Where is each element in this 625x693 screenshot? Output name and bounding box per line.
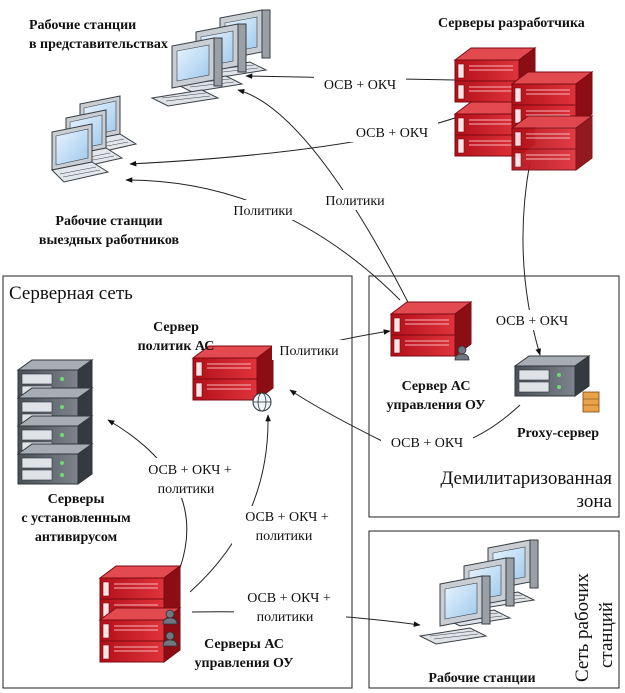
policy-server-icon [192, 345, 274, 412]
label-policy-server-1: Сервер [153, 320, 199, 335]
edge-label-dev-to-office: ОСВ + ОКЧ [324, 78, 396, 93]
edge-label-dmz-to-policy: ОСВ + ОКЧ [391, 436, 463, 451]
dmz-server-icon [390, 301, 472, 361]
edge-label-policy-to-dmz: Политики [279, 344, 339, 359]
edge-dev-to-mobile [129, 99, 501, 167]
edge-mgmt-to-policy [189, 414, 271, 593]
zone-label-ws-net-1: Сеть рабочих [572, 573, 593, 682]
edge-proxy-to-policy [289, 389, 521, 450]
management-servers-icon [99, 565, 181, 663]
edge-label-dmz-to-mobile: Политики [233, 204, 293, 219]
label-office-ws-1: Рабочие станции [29, 18, 136, 33]
label-mgmt-servers-1: Серверы АС [204, 637, 284, 652]
server-network-zone [2, 275, 353, 689]
edge-dev-to-proxy [522, 161, 541, 356]
office-workstations-icon [151, 9, 271, 107]
label-av-servers-1: Серверы [48, 492, 105, 507]
mobile-laptops-icon [51, 95, 137, 183]
edge-label-mgmt-to-ws-1: ОСВ + ОКЧ + [247, 591, 331, 606]
label-av-servers-3: антивирусом [35, 530, 118, 545]
label-dmz-server-2: управления ОУ [387, 398, 486, 413]
proxy-server-icon [514, 355, 600, 413]
zone-label-ws-net-2: станций [596, 602, 617, 668]
edge-dmz-to-office [237, 88, 413, 311]
label-dev-servers: Серверы разработчика [438, 16, 585, 31]
edge-label-dmz-to-office: Политики [325, 194, 385, 209]
av-servers-icon [17, 359, 93, 485]
zone-label-server-net: Серверная сеть [9, 283, 133, 304]
developer-servers-icon [454, 47, 593, 171]
label-mobile-ws-2: выездных работников [39, 233, 180, 248]
label-dmz-server-1: Сервер АС [402, 379, 471, 394]
zone-label-dmz-2: зона [577, 491, 613, 512]
label-av-servers-2: с установленным [21, 511, 131, 526]
workstation-net-pcs-icon [419, 539, 539, 645]
label-office-ws-2: в представительствах [29, 37, 168, 52]
edge-label-dev-to-proxy: ОСВ + ОКЧ [496, 314, 568, 329]
label-mobile-ws-1: Рабочие станции [55, 214, 162, 229]
edge-label-policy-to-mgmt-2: политики [256, 529, 313, 544]
label-proxy: Proxy-сервер [517, 426, 599, 441]
label-mgmt-servers-2: управления ОУ [195, 656, 294, 671]
edge-label-policy-to-mgmt-1: ОСВ + ОКЧ + [245, 510, 329, 525]
label-policy-server-2: политик АС [138, 339, 215, 354]
zone-label-dmz-1: Демилитаризованная [440, 468, 612, 489]
edge-label-mgmt-to-av-1: ОСВ + ОКЧ + [148, 463, 232, 478]
edge-label-dev-to-mobile: ОСВ + ОКЧ [356, 126, 428, 141]
dmz-zone [368, 275, 620, 518]
workstation-network-zone [368, 530, 620, 689]
edge-label-mgmt-to-av-2: политики [158, 482, 215, 497]
label-workstations: Рабочие станции [428, 671, 535, 686]
edge-label-mgmt-to-ws-2: политики [257, 610, 314, 625]
